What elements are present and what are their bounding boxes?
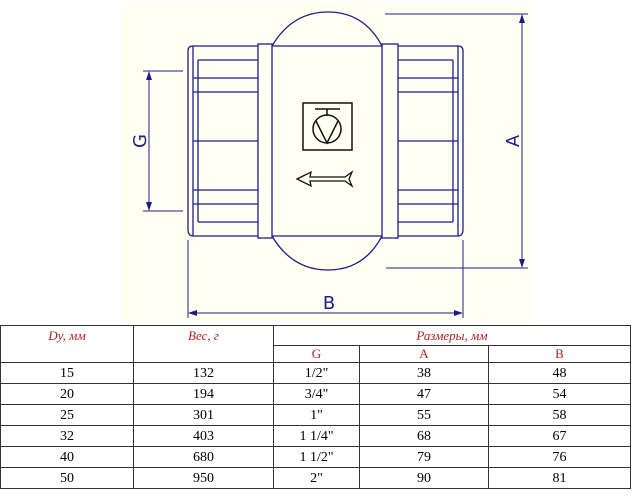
flow-direction-arrow-icon: [295, 170, 354, 188]
cell-b: 54: [487, 383, 632, 405]
cell-weight: 950: [133, 467, 274, 489]
cell-g: 2": [273, 467, 360, 489]
cell-dy: 25: [0, 404, 134, 426]
col-header-dy: Dy, мм: [0, 325, 134, 363]
valve-outline: [187, 11, 464, 271]
cell-b: 67: [487, 425, 632, 447]
cell-dy: 20: [0, 383, 134, 405]
cell-b: 58: [487, 404, 632, 426]
cell-g: 1": [273, 404, 360, 426]
cell-dy: 40: [0, 446, 134, 468]
cell-weight: 403: [133, 425, 274, 447]
cell-b: 81: [487, 467, 632, 489]
cell-a: 79: [359, 446, 489, 468]
table-row: 20 194 3/4" 47 54: [0, 383, 632, 405]
cell-b: 76: [487, 446, 632, 468]
dimension-arrowheads: [146, 14, 525, 316]
table-row: 50 950 2" 90 81: [0, 467, 632, 489]
cell-a: 68: [359, 425, 489, 447]
dimension-g-label: G: [130, 134, 151, 148]
subheader-b: B: [487, 345, 632, 363]
cell-dy: 15: [0, 362, 134, 384]
cell-dy: 50: [0, 467, 134, 489]
table-row: 15 132 1/2" 38 48: [0, 362, 632, 384]
dimension-lines: [143, 13, 528, 318]
cell-weight: 680: [133, 446, 274, 468]
cell-weight: 132: [133, 362, 274, 384]
valve-spec-table: Dy, мм Вес, г Размеры, мм G A B 15 132 1…: [0, 325, 632, 489]
subheader-g: G: [273, 345, 360, 363]
col-header-weight: Вес, г: [133, 325, 274, 363]
cell-g: 1 1/4": [273, 425, 360, 447]
dimension-b-label: B: [323, 293, 335, 314]
cell-a: 38: [359, 362, 489, 384]
col-header-sizes: Размеры, мм: [272, 325, 632, 346]
cell-b: 48: [487, 362, 632, 384]
cell-a: 47: [359, 383, 489, 405]
cell-g: 1 1/2": [273, 446, 360, 468]
cell-g: 3/4": [273, 383, 360, 405]
drawing-background: [121, 3, 532, 322]
valve-manufacturer-logo-icon: [302, 102, 353, 151]
cell-a: 55: [359, 404, 489, 426]
cell-dy: 32: [0, 425, 134, 447]
valve-drawing: G A B: [121, 3, 532, 322]
dimension-a-label: A: [503, 134, 524, 147]
cell-weight: 301: [133, 404, 274, 426]
cell-weight: 194: [133, 383, 274, 405]
table-row: 32 403 1 1/4" 68 67: [0, 425, 632, 447]
cell-g: 1/2": [273, 362, 360, 384]
table-row: 25 301 1" 55 58: [0, 404, 632, 426]
subheader-a: A: [359, 345, 489, 363]
cell-a: 90: [359, 467, 489, 489]
table-row: 40 680 1 1/2" 79 76: [0, 446, 632, 468]
